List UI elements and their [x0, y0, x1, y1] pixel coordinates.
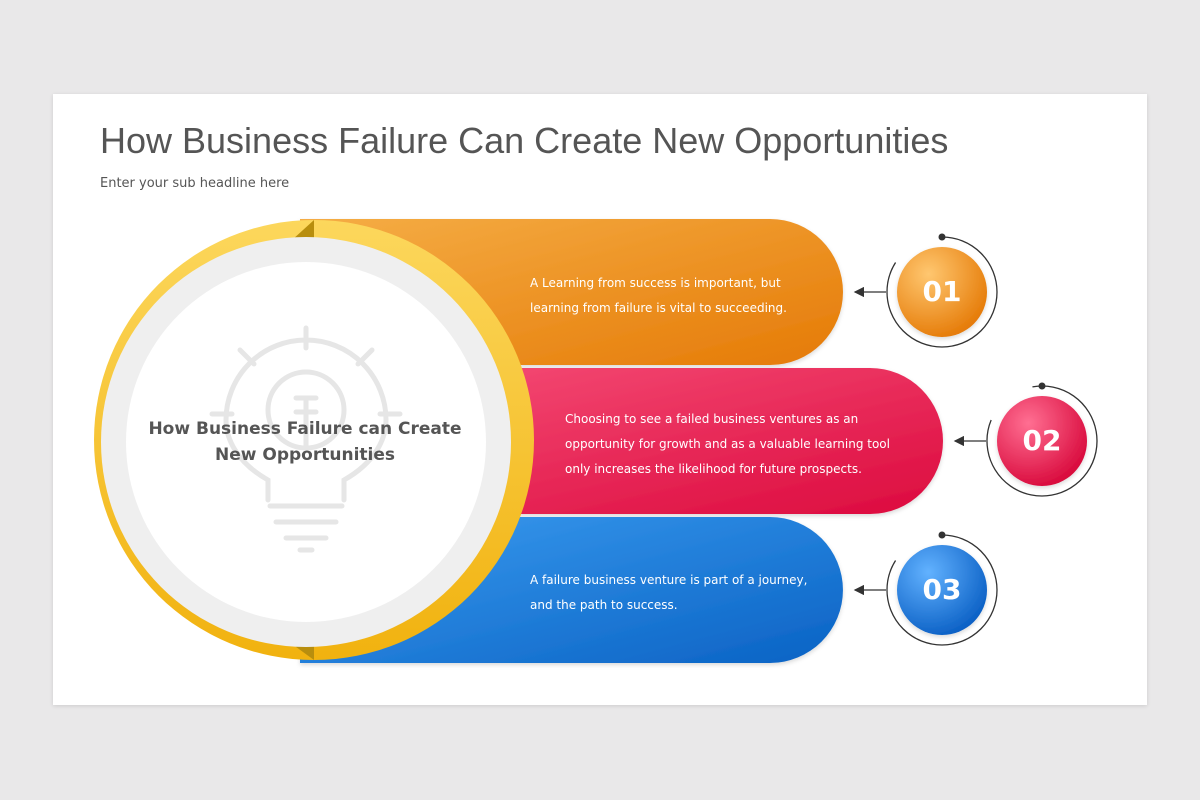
band-01-text: A Learning from success is important, bu… — [530, 276, 787, 315]
number-ring-dot-02 — [1038, 382, 1046, 390]
number-circle-01 — [897, 247, 987, 337]
number-label-01: 01 — [922, 275, 962, 308]
number-ring-02 — [986, 385, 1098, 497]
number-ring-dot-01 — [938, 233, 946, 241]
number-ring-dot-03 — [938, 531, 946, 539]
lightbulb-icon — [209, 325, 403, 553]
band-02-text: Choosing to see a failed business ventur… — [565, 412, 890, 476]
number-circle-02 — [997, 396, 1087, 486]
page-subtitle: Enter your sub headline here — [100, 176, 290, 191]
number-label-03: 03 — [922, 573, 962, 606]
number-circle-03 — [897, 545, 987, 635]
number-label-02: 02 — [1022, 424, 1062, 457]
page-title: How Business Failure Can Create New Oppo… — [100, 120, 949, 161]
band-03-text: A failure business venture is part of a … — [530, 573, 808, 612]
center-heading: How Business Failure can Create New Oppo… — [148, 419, 462, 465]
